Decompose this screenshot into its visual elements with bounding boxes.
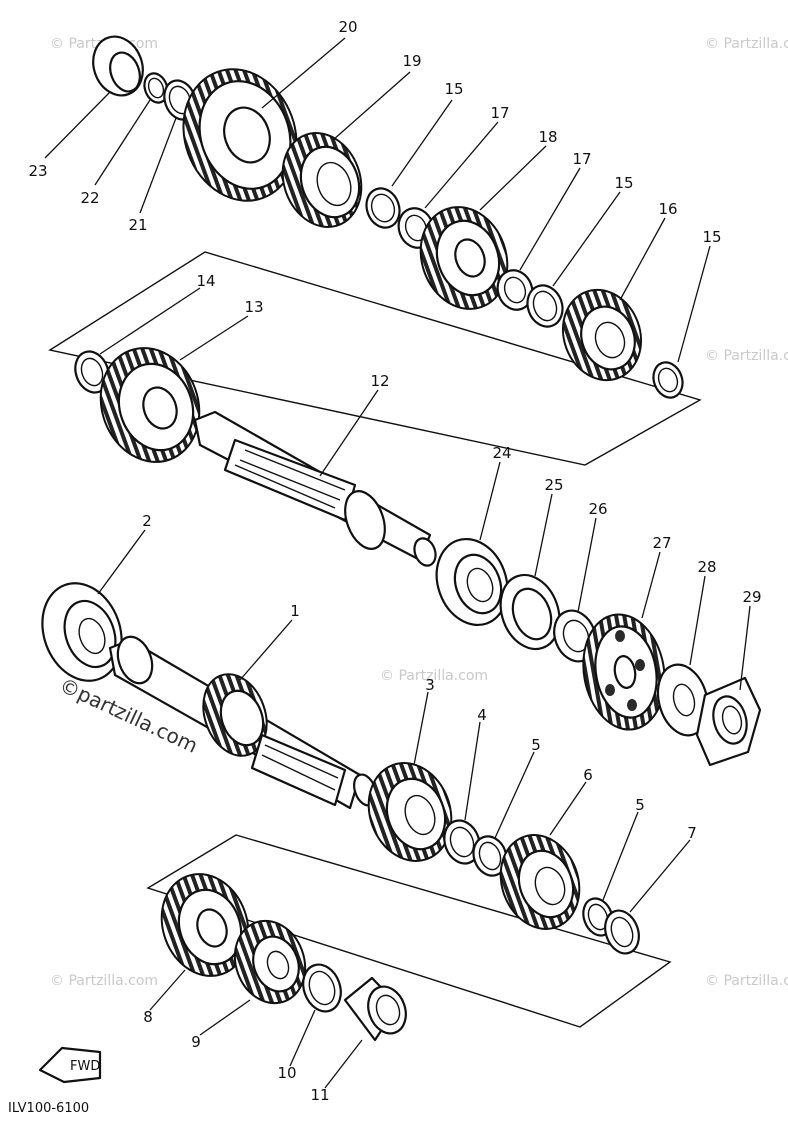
callout-label: 3 bbox=[425, 676, 435, 694]
bearing-24 bbox=[435, 537, 509, 627]
callout-label: 26 bbox=[588, 500, 607, 518]
callout-label: 22 bbox=[80, 189, 99, 207]
circlip-15b bbox=[526, 284, 564, 328]
sprocket-27 bbox=[582, 613, 666, 731]
callout-label: 19 bbox=[402, 52, 421, 70]
nut-29 bbox=[695, 676, 762, 767]
leader-lines bbox=[44, 37, 751, 1089]
gear-19 bbox=[281, 132, 363, 228]
callout-label: 5 bbox=[531, 736, 541, 754]
washer-10 bbox=[302, 963, 342, 1013]
callout-label: 9 bbox=[191, 1033, 201, 1051]
callout-labels: 20 19 15 17 18 17 15 16 15 23 22 21 14 1… bbox=[28, 18, 761, 1104]
callout-label: 6 bbox=[583, 766, 593, 784]
washer-7 bbox=[604, 909, 640, 955]
callout-label: 29 bbox=[742, 588, 761, 606]
washer-14 bbox=[74, 350, 110, 394]
watermark-faint: © Partzilla.com bbox=[705, 36, 788, 52]
callout-label: 16 bbox=[658, 200, 677, 218]
fwd-direction-marker: FWD bbox=[38, 1046, 102, 1084]
gear-13 bbox=[99, 347, 201, 463]
circlip-15c bbox=[652, 361, 684, 399]
callout-label: 13 bbox=[244, 298, 263, 316]
washer-17b bbox=[496, 269, 534, 311]
upper-shaft-group-box bbox=[48, 251, 702, 466]
callout-label: 18 bbox=[538, 128, 557, 146]
watermark-faint: © Partzilla.com bbox=[50, 973, 158, 989]
gear-9 bbox=[233, 919, 307, 1005]
lower-gear-group-box bbox=[146, 834, 672, 1028]
main-shaft-12 bbox=[193, 410, 437, 567]
gear-3 bbox=[367, 762, 453, 862]
callout-label: 15 bbox=[702, 228, 721, 246]
circlip-5a bbox=[472, 835, 508, 877]
callout-label: 27 bbox=[652, 534, 671, 552]
callout-label: 21 bbox=[128, 216, 147, 234]
washer-4 bbox=[443, 819, 481, 865]
bearing-23 bbox=[92, 35, 144, 97]
bushing-11 bbox=[343, 976, 407, 1042]
watermark-faint: © Partzilla.com bbox=[705, 348, 788, 364]
gear-16 bbox=[561, 288, 643, 382]
drive-axle-1 bbox=[108, 635, 377, 810]
fwd-label: FWD bbox=[70, 1059, 100, 1074]
callout-label: 14 bbox=[196, 272, 215, 290]
callout-label: 12 bbox=[370, 372, 389, 390]
callout-label: 4 bbox=[477, 706, 487, 724]
callout-label: 24 bbox=[492, 444, 511, 462]
callout-label: 17 bbox=[572, 150, 591, 168]
callout-label: 8 bbox=[143, 1008, 153, 1026]
callout-label: 7 bbox=[687, 824, 697, 842]
bearing-2 bbox=[41, 582, 123, 682]
faint-watermarks: © Partzilla.com © Partzilla.com © Partzi… bbox=[50, 36, 788, 989]
callout-label: 23 bbox=[28, 162, 47, 180]
callout-label: 5 bbox=[635, 796, 645, 814]
callout-label: 15 bbox=[614, 174, 633, 192]
callout-label: 25 bbox=[544, 476, 563, 494]
gear-6 bbox=[499, 834, 581, 930]
callout-label: 10 bbox=[277, 1064, 296, 1082]
callout-label: 2 bbox=[142, 512, 152, 530]
watermark-faint: © Partzilla.com bbox=[705, 973, 788, 989]
callout-label: 15 bbox=[444, 80, 463, 98]
callout-label: 17 bbox=[490, 104, 509, 122]
seal-25 bbox=[499, 573, 561, 651]
callout-label: 28 bbox=[697, 558, 716, 576]
gear-8 bbox=[160, 873, 250, 977]
watermark-faint: © Partzilla.com bbox=[380, 668, 488, 684]
washer-22 bbox=[143, 72, 169, 104]
callout-label: 1 bbox=[290, 602, 300, 620]
callout-label: 20 bbox=[338, 18, 357, 36]
drawing-code: ILV100-6100 bbox=[8, 1101, 89, 1116]
circlip-15a bbox=[365, 187, 401, 229]
gear-18 bbox=[419, 206, 509, 310]
callout-label: 11 bbox=[310, 1086, 329, 1104]
lock-washer-28 bbox=[656, 663, 710, 737]
